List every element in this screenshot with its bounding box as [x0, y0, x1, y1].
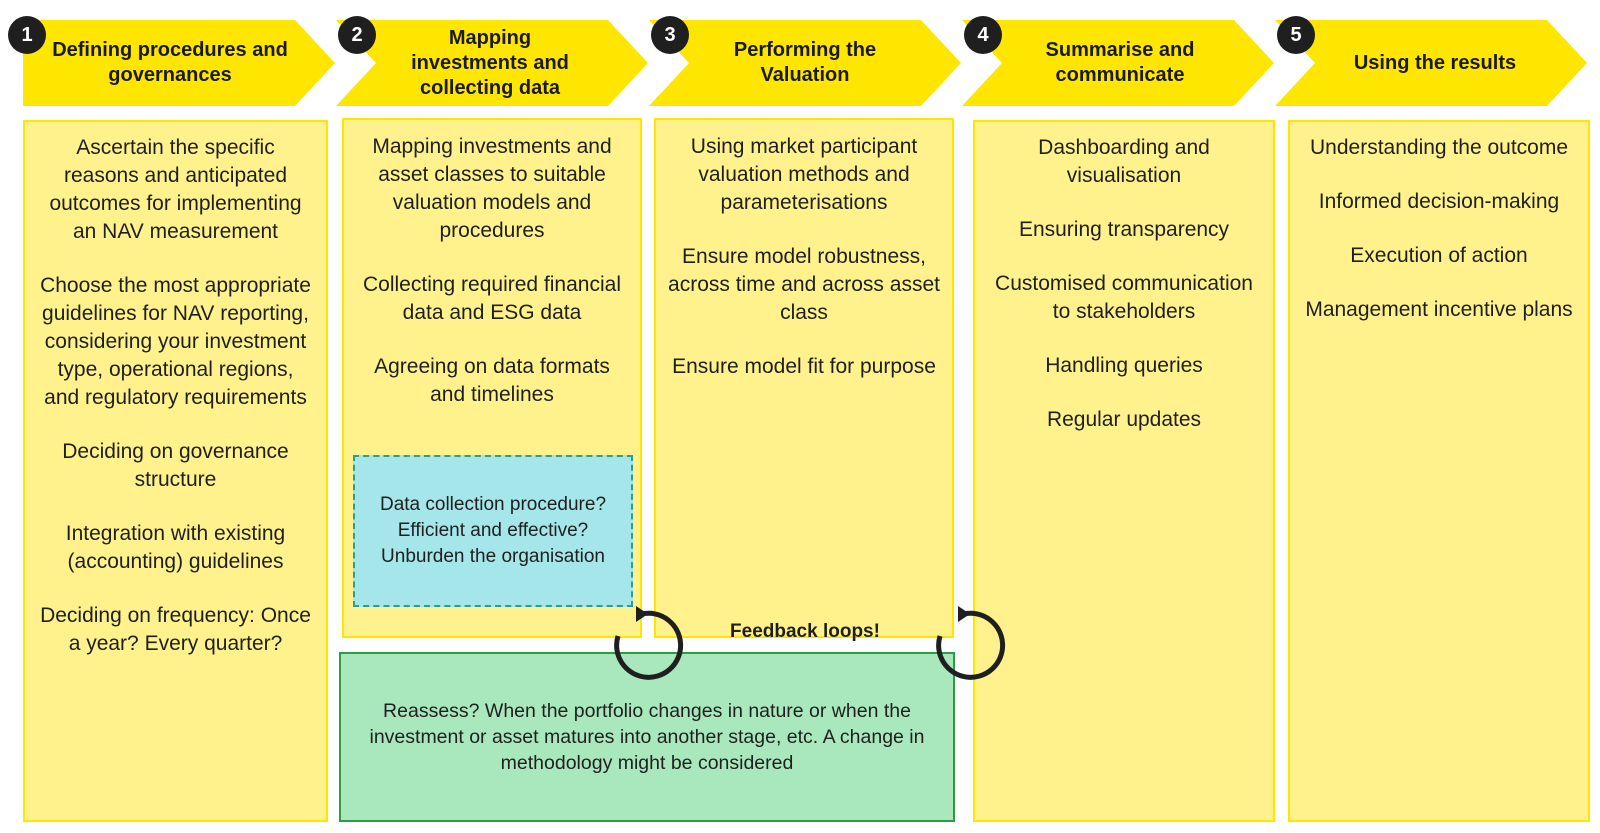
step-2-title: Mapping investments and collecting data [411, 26, 569, 99]
step-1-item: Choose the most appropriate guidelines f… [40, 274, 311, 409]
step-5-item: Execution of action [1350, 244, 1528, 267]
step-4-items: Dashboarding and visualisation Ensuring … [988, 134, 1260, 460]
step-1-item: Ascertain the specific reasons and antic… [49, 136, 302, 243]
step-1-chevron [23, 20, 335, 106]
step-4-badge: 4 [964, 16, 1002, 54]
step-3-badge: 3 [651, 16, 689, 54]
step-4-title: Summarise and communicate [1045, 39, 1195, 86]
step-5-items: Understanding the outcome Informed decis… [1298, 134, 1580, 350]
step-2-badge: 2 [338, 16, 376, 54]
step-3-item: Using market participant valuation metho… [690, 135, 918, 214]
step-1-item: Integration with existing (accounting) g… [65, 522, 286, 573]
step-2-item: Mapping investments and asset classes to… [372, 135, 612, 242]
step-4-item: Ensuring transparency [1018, 218, 1230, 241]
reassess-note: Reassess? When the portfolio changes in … [339, 652, 955, 822]
step-5-badge: 5 [1277, 16, 1315, 54]
step-1-item: Deciding on governance structure [62, 440, 289, 491]
step-3-title: Performing the Valuation [733, 39, 877, 86]
step-5-title: Using the results [1353, 51, 1517, 74]
step-4-panel [973, 120, 1275, 822]
step-1-title: Defining procedures and governances [52, 39, 288, 86]
step-3-item: Ensure model fit for purpose [672, 355, 936, 378]
step-2-item: Agreeing on data formats and timelines [374, 355, 610, 406]
step-5-item: Informed decision-making [1318, 190, 1560, 213]
step-4-item: Dashboarding and visualisation [1038, 136, 1210, 187]
feedback-loop-icon-left [614, 606, 684, 680]
data-collection-note: Data collection procedure? Efficient and… [353, 455, 633, 607]
step-5-item: Understanding the outcome [1310, 136, 1568, 159]
step-4-item: Handling queries [1045, 354, 1203, 377]
step-4-item: Regular updates [1046, 408, 1202, 431]
feedback-loop-icon-right [936, 606, 1006, 680]
step-4-item: Customised communication to stakeholders [995, 272, 1253, 323]
step-3-panel [654, 118, 954, 638]
step-5-chevron [1275, 20, 1587, 106]
step-5-item: Management incentive plans [1305, 298, 1573, 321]
feedback-loops-label: Feedback loops! [730, 621, 880, 642]
step-5-panel [1288, 120, 1590, 822]
step-3-items: Using market participant valuation metho… [664, 133, 944, 407]
step-1-items: Ascertain the specific reasons and antic… [38, 134, 313, 684]
step-2-chevron [336, 20, 648, 106]
step-2-item: Collecting required financial data and E… [363, 273, 621, 324]
step-3-chevron [649, 20, 961, 106]
step-1-item: Deciding on frequency: Once a year? Ever… [40, 604, 311, 655]
step-1-badge: 1 [8, 16, 46, 54]
step-3-item: Ensure model robustness, across time and… [668, 245, 940, 324]
step-4-chevron [962, 20, 1274, 106]
step-2-items: Mapping investments and asset classes to… [354, 133, 630, 435]
step-1-panel [23, 120, 328, 822]
